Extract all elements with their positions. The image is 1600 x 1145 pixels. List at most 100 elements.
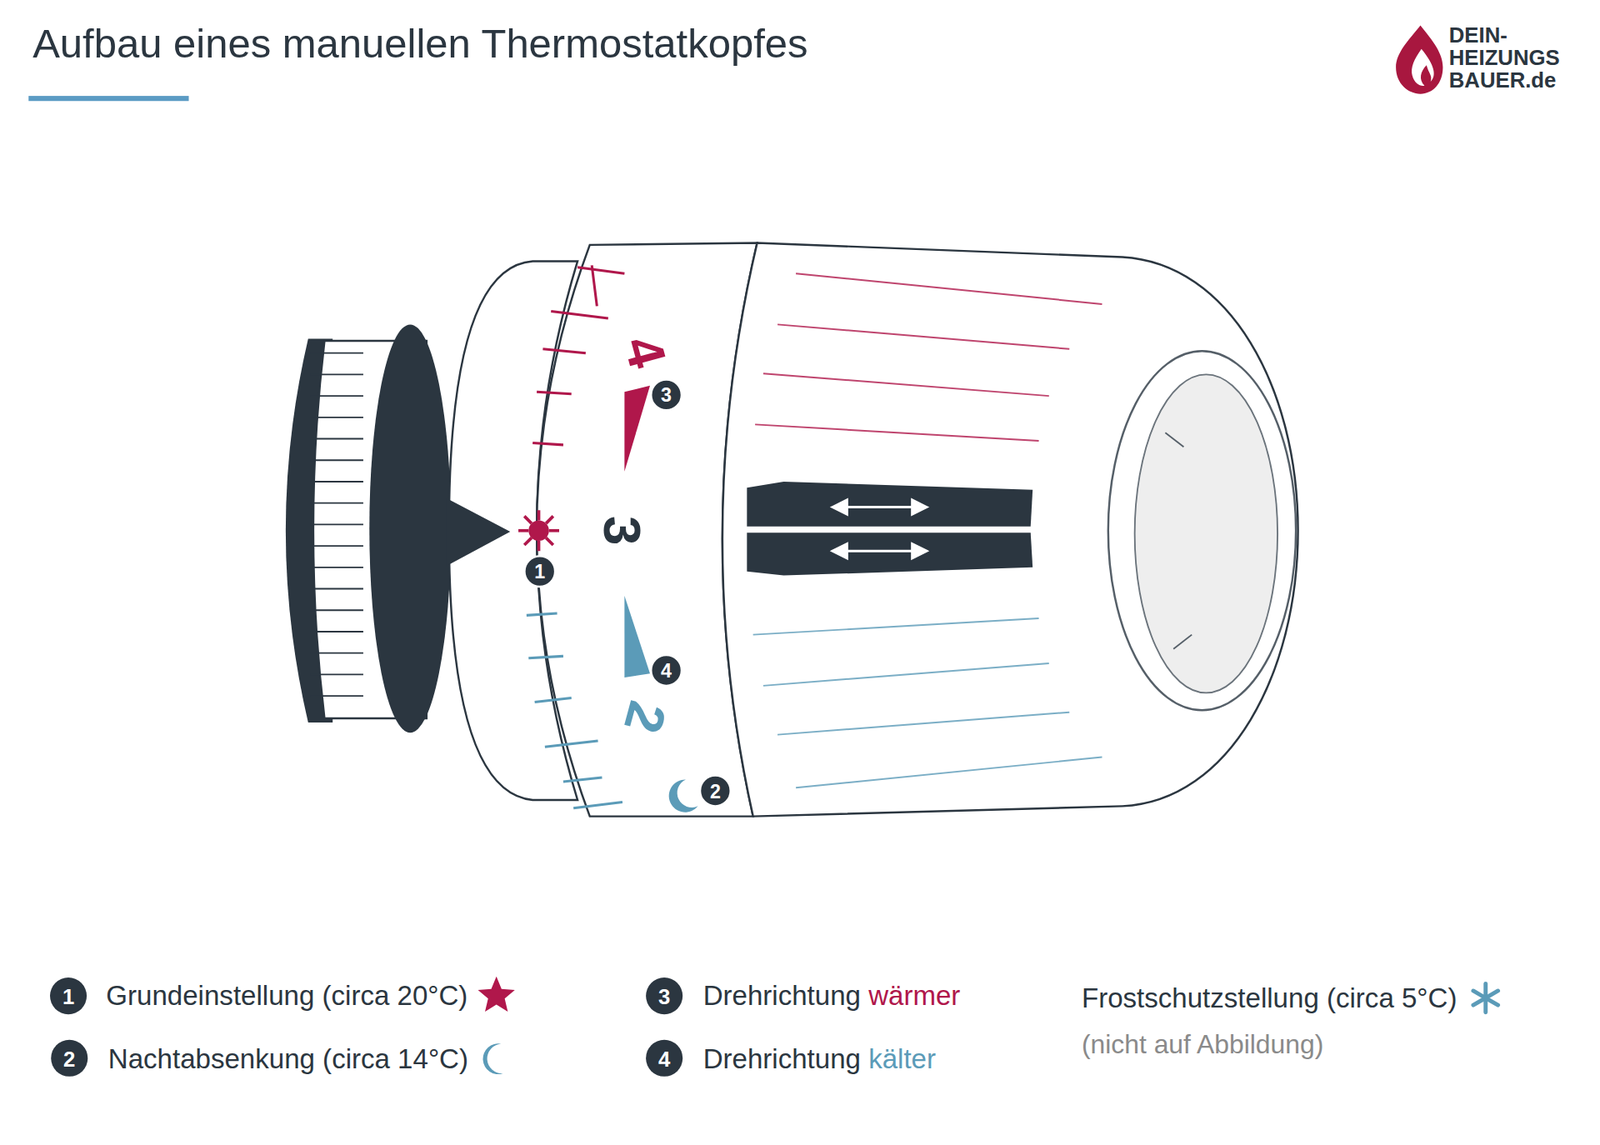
illustration-part <box>912 544 927 559</box>
illustration-part <box>842 505 916 509</box>
legend-text: Drehrichtung wärmer <box>703 982 961 1010</box>
illustration-part <box>763 373 1050 396</box>
callout-text: 3 <box>660 385 672 405</box>
callout-number: 3 <box>650 378 683 411</box>
illustration-part <box>310 695 364 697</box>
end-cap-face <box>1135 374 1278 693</box>
illustration-part <box>310 588 364 590</box>
legend-text: Grundeinstellung (circa 20°C) <box>105 982 468 1010</box>
illustration-part <box>753 618 1040 635</box>
illustration-part <box>542 349 585 354</box>
scale-number: 2 <box>615 695 675 739</box>
callout-text: 4 <box>658 1047 670 1070</box>
illustration-part <box>777 324 1070 349</box>
legend-text: Nachtabsenkung (circa 14°C) <box>108 1045 469 1074</box>
illustration-part <box>310 416 364 419</box>
illustration-part <box>532 442 564 445</box>
colder-wedge <box>624 595 650 678</box>
star-symbol <box>518 510 560 551</box>
moon-symbol <box>669 780 699 813</box>
illustration-part <box>535 698 572 703</box>
callout-number: 2 <box>50 1040 88 1077</box>
illustration-part <box>755 424 1039 441</box>
illustration-part <box>795 757 1102 789</box>
callout-text: 1 <box>534 561 545 581</box>
callout-number: 4 <box>645 1040 683 1077</box>
star-symbol <box>478 976 515 1012</box>
illustration-part <box>549 529 560 533</box>
end-cap <box>1108 350 1296 710</box>
illustration-part <box>536 391 572 394</box>
legend-text: Drehrichtung kälter <box>703 1045 936 1074</box>
scale-number: 3 <box>595 515 650 545</box>
dark-ring <box>369 324 451 733</box>
callout-number: 1 <box>523 555 556 588</box>
warmer-wedge <box>624 385 650 472</box>
moon-symbol <box>483 1043 504 1075</box>
illustration-part <box>832 500 847 515</box>
note: (nicht auf Abbildung) <box>1081 1030 1324 1058</box>
illustration-part <box>777 712 1070 735</box>
callout-text: 2 <box>710 780 721 800</box>
illustration-part <box>310 630 364 633</box>
illustration-part <box>310 459 364 461</box>
illustration-part <box>545 515 554 524</box>
illustration-part <box>310 652 364 655</box>
illustration-part <box>310 438 364 440</box>
illustration-part <box>795 273 1102 305</box>
illustration-part <box>310 673 364 675</box>
illustration-part <box>310 566 364 569</box>
callout-number: 2 <box>699 774 732 807</box>
logo-text: BAUER.de <box>1449 69 1557 91</box>
illustration-part <box>573 801 623 808</box>
illustration-part <box>310 480 364 483</box>
scale-number: 4 <box>615 330 675 374</box>
illustration-part <box>591 265 597 306</box>
callout-text: 2 <box>63 1047 75 1070</box>
callout-number: 4 <box>650 654 683 687</box>
illustration-part <box>832 544 847 559</box>
illustration-part <box>545 537 554 545</box>
illustration-part <box>842 550 916 553</box>
pointer-triangle <box>445 498 510 567</box>
illustration-part <box>537 510 541 520</box>
snowflake-symbol <box>1473 990 1499 1005</box>
callout-number: 1 <box>50 977 87 1015</box>
cap-mark <box>1173 635 1192 650</box>
illustration-part <box>310 523 364 525</box>
grip-body <box>722 242 1299 816</box>
illustration-part <box>518 529 529 533</box>
illustration-part <box>912 500 927 515</box>
logo-flame <box>1411 49 1435 86</box>
legend-symbols <box>478 976 1499 1075</box>
logo-drop <box>1395 25 1443 95</box>
cap-mark <box>1165 432 1184 447</box>
title-underline <box>28 95 189 101</box>
illustration-part <box>310 545 364 547</box>
callout-text: 3 <box>658 985 670 1007</box>
double-arrows <box>832 500 927 559</box>
illustration-part <box>545 740 599 747</box>
illustration-part <box>310 395 364 397</box>
nut-knurling <box>310 353 364 696</box>
illustration-part <box>526 613 558 615</box>
illustration-part <box>310 502 364 505</box>
illustration-part <box>550 310 609 319</box>
illustration-part <box>524 515 532 524</box>
illustration-part <box>763 663 1050 686</box>
handle-bar <box>746 481 1033 527</box>
illustration-part <box>528 655 564 658</box>
logo-text: DEIN- <box>1449 24 1508 46</box>
grip-lines <box>753 273 1103 788</box>
illustration-part <box>310 373 364 375</box>
snowflake-symbol <box>1473 990 1499 1005</box>
callout-number: 3 <box>645 977 683 1015</box>
illustration-part <box>310 352 364 355</box>
illustration-part <box>524 537 532 545</box>
illustration-part <box>310 609 364 611</box>
illustration-part <box>537 540 541 551</box>
illustration-part <box>563 777 603 782</box>
